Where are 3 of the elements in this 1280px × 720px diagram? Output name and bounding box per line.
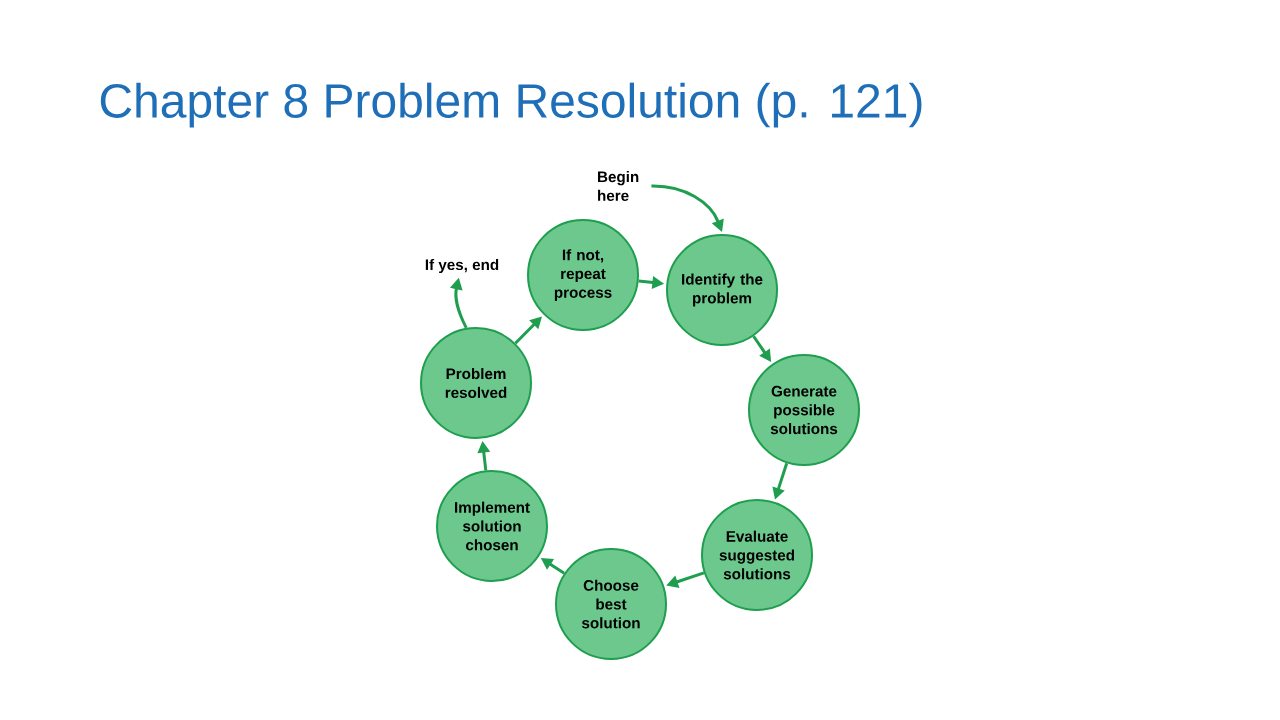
slide-title: Chapter 8 Problem Resolution (p. 121) <box>100 82 922 128</box>
note-text: Begin here <box>598 171 639 201</box>
note-text: If yes, end <box>425 258 499 274</box>
